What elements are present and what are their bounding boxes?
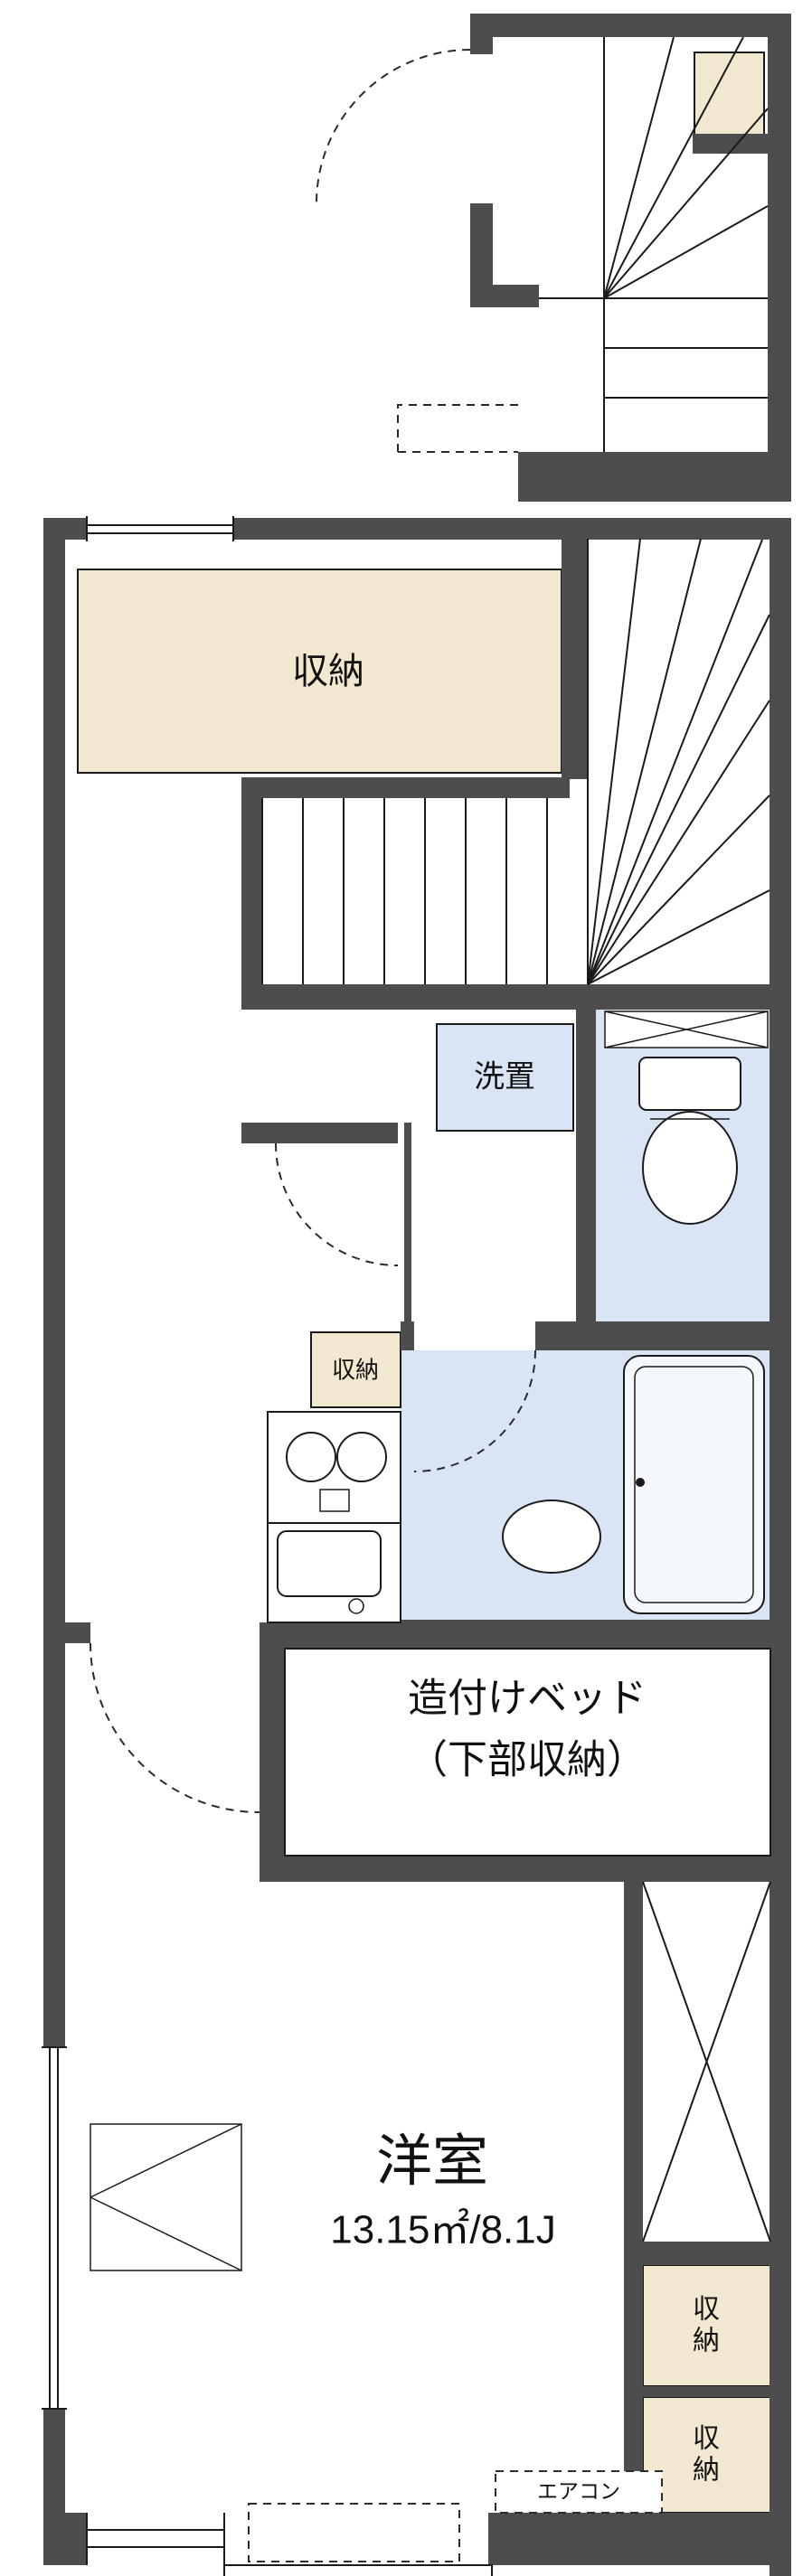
upper-closet-box — [694, 52, 765, 136]
kitchen-closet-label: 収納 — [331, 1356, 380, 1384]
windows-group — [42, 516, 234, 2565]
closet-right-lower-area — [642, 2396, 771, 2514]
window-left — [42, 2046, 67, 2410]
upper-stairs — [539, 36, 769, 452]
sink-icon — [267, 1522, 401, 1623]
aircon-box — [495, 2470, 663, 2514]
main-stairs — [261, 538, 770, 985]
bath-stool-icon — [502, 1500, 601, 1574]
bed-area — [284, 1648, 771, 1857]
bathtub-icon — [623, 1355, 765, 1614]
door-arc-upper-room — [316, 49, 471, 204]
entrance-dashed — [248, 2503, 460, 2562]
entrance-porch — [223, 2564, 493, 2576]
laundry-area — [436, 1023, 574, 1132]
room-label: 洋室 — [375, 2129, 489, 2193]
room-area-label: 13.15㎡/8.1J — [330, 2207, 556, 2252]
laundry-label: 洗置 — [474, 1059, 535, 1095]
window-top — [86, 516, 234, 541]
shaft-hatch — [642, 1881, 771, 2242]
aircon-label: エアコン — [537, 2479, 620, 2504]
closet-top-label: 収納 — [292, 652, 364, 691]
closet-top-area — [77, 569, 562, 774]
bed-label-line2: （下部収納） — [408, 1737, 647, 1782]
walls-group — [43, 14, 791, 2576]
kitchen-closet-area — [310, 1331, 401, 1408]
upper-stair-void-dashed — [397, 404, 518, 453]
stove-icon — [267, 1411, 401, 1524]
closet-right-lower-label: 収納 — [693, 2423, 720, 2486]
door-arc-room — [90, 1642, 260, 1813]
closet-right-upper-label: 収納 — [693, 2294, 720, 2356]
toilet-door — [604, 1011, 769, 1048]
bed-label-line1: 造付けベッド — [408, 1676, 647, 1721]
window-bottom — [86, 2513, 225, 2565]
toilet-icon — [638, 1057, 741, 1225]
bay-window-symbol — [90, 2123, 242, 2271]
door-arc-hall — [275, 1142, 399, 1266]
door-arc-bathroom — [413, 1349, 536, 1472]
